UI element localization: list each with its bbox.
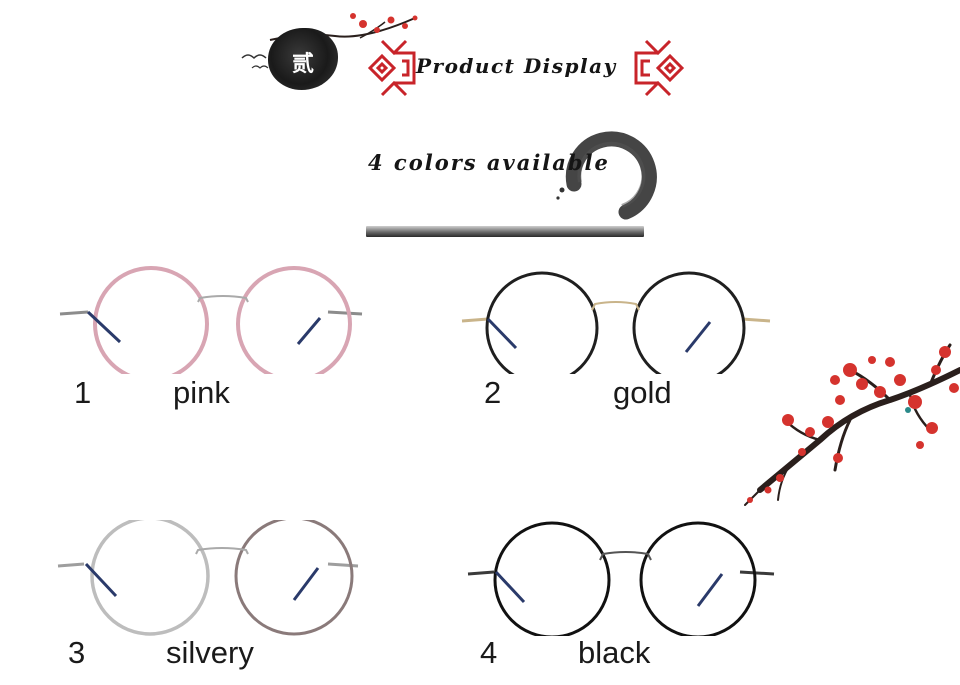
colors-available-heading: 4 colors available [368,150,610,175]
chinese-fret-ornament-right [634,39,685,97]
product-color-label: gold [613,375,672,410]
ink-blob-emblem [268,28,338,90]
chinese-fret-ornament-left [367,39,416,97]
emblem-character: 贰 [291,51,314,77]
product-color-label: black [578,635,651,670]
product-pink[interactable]: 1 pink [58,264,398,408]
product-number: 4 [480,635,498,670]
glasses-gold-icon [461,271,771,374]
glasses-pink-icon [59,266,363,374]
ink-circle-brushstroke [556,131,657,220]
glasses-black-icon [467,521,775,636]
product-number: 3 [68,635,86,670]
plum-blossom-branch-decoration [744,343,960,506]
product-gold[interactable]: 2 gold [460,264,800,408]
ink-brush-underline [366,226,644,237]
product-black[interactable]: 4 black [466,520,806,668]
flying-birds-icon [241,54,269,69]
product-color-label: silvery [166,635,254,670]
product-silvery[interactable]: 3 silvery [56,520,396,668]
banner-title: Product Display [416,54,617,78]
product-number: 2 [484,375,502,410]
product-number: 1 [74,375,92,410]
glasses-silvery-icon [57,520,359,636]
product-color-label: pink [173,375,230,410]
